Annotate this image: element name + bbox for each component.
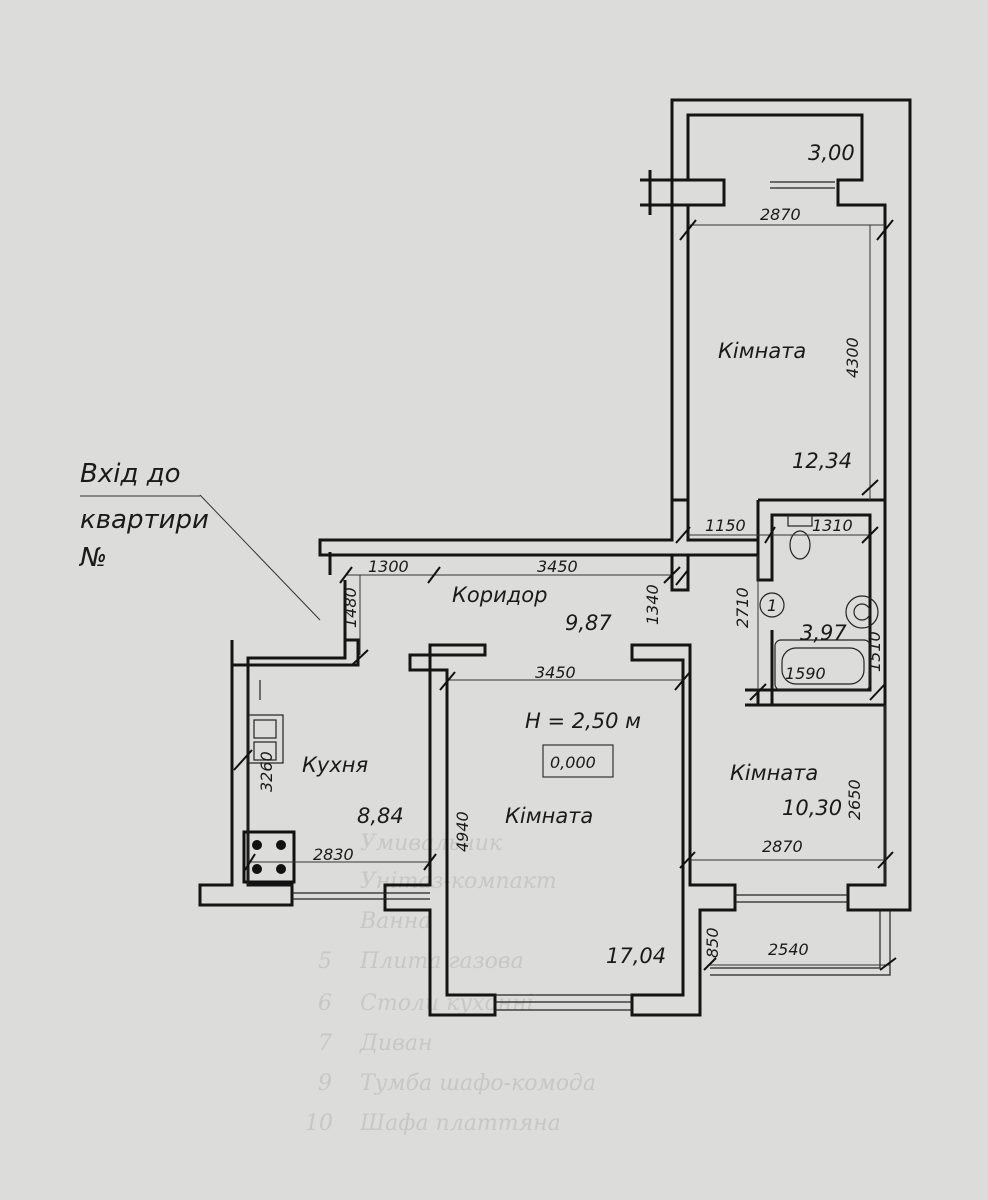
top-room-area: 12,34 xyxy=(792,449,852,473)
faded-legend: Умивальник Унітаз-компакт Ванна 5 Плита … xyxy=(305,831,596,1136)
wall-bathroom xyxy=(756,498,885,707)
level-mark: 0,000 xyxy=(550,753,596,772)
level-mark-box xyxy=(542,744,614,778)
balcony-area: 3,00 xyxy=(808,141,855,165)
burner-1 xyxy=(252,840,262,850)
balcony-right xyxy=(710,910,891,976)
faded-legend-item-2: Унітаз-компакт xyxy=(360,869,557,894)
window-kitchen xyxy=(292,892,430,900)
dim-2870-top: 2870 xyxy=(760,205,801,224)
bathtub-inner xyxy=(781,647,865,685)
burner-4 xyxy=(276,864,286,874)
faded-legend-num-5: 5 xyxy=(318,949,332,974)
kitchen-area: 8,84 xyxy=(357,804,404,828)
burner-2 xyxy=(276,840,286,850)
entry-note-line-2: квартири xyxy=(80,505,209,535)
faded-legend-item-6: Диван xyxy=(359,1031,432,1056)
dim-1150: 1150 xyxy=(705,516,746,535)
kitchen-counter xyxy=(247,680,261,885)
bathroom-marker: 1 xyxy=(767,596,777,615)
dim-4940: 4940 xyxy=(453,811,472,852)
faded-legend-num-9: 9 xyxy=(318,1071,332,1096)
dim-1300: 1300 xyxy=(368,557,409,576)
center-room-area: 17,04 xyxy=(606,944,666,968)
entry-note-line-1: Вхід до xyxy=(80,459,181,489)
faded-legend-num-7: 7 xyxy=(318,1031,332,1056)
dim-3260: 3260 xyxy=(257,751,276,792)
washbasin-icon xyxy=(845,595,879,629)
bathtub-icon xyxy=(774,639,871,691)
wall-center-room-left xyxy=(383,643,497,1017)
window-center-room xyxy=(495,994,632,1011)
faded-legend-num-10: 10 xyxy=(305,1111,333,1136)
kitchen-sink-bowl-1 xyxy=(253,719,277,739)
dimension-lines xyxy=(80,219,897,971)
wall-corridor-top xyxy=(318,500,690,592)
faded-legend-item-3: Ванна xyxy=(359,909,431,934)
walls xyxy=(198,98,912,1017)
wall-center-room-right xyxy=(630,643,737,1017)
right-room-name: Кімната xyxy=(730,761,818,785)
faded-legend-num-6: 6 xyxy=(318,991,332,1016)
dim-1480: 1480 xyxy=(341,587,360,628)
wall-entry-jamb xyxy=(328,552,347,640)
burner-3 xyxy=(252,864,262,874)
dim-2830: 2830 xyxy=(313,845,354,864)
corridor-area: 9,87 xyxy=(565,611,612,635)
right-room-area: 10,30 xyxy=(782,796,842,820)
balcony-rail xyxy=(770,181,835,189)
center-room-name: Кімната xyxy=(505,804,593,828)
faded-legend-item-7: Тумба шафо-комода xyxy=(360,1071,596,1096)
dim-4300: 4300 xyxy=(843,337,862,378)
washbasin-drain xyxy=(853,603,871,621)
fixtures xyxy=(242,515,879,885)
dim-3450-room: 3450 xyxy=(535,663,576,682)
kitchen-sink-bowl-2 xyxy=(253,741,277,761)
toilet-tank xyxy=(787,515,813,527)
dim-2870-right: 2870 xyxy=(762,837,803,856)
dim-1510: 1510 xyxy=(865,631,884,672)
wall-top-room-bottom xyxy=(686,500,758,542)
corridor-name: Коридор xyxy=(452,583,547,607)
entry-leader-line xyxy=(199,494,321,621)
stove-icon xyxy=(242,830,296,884)
dim-1340: 1340 xyxy=(643,584,662,625)
labels: Вхід до квартири № 3,00 2870 Кімната 430… xyxy=(78,141,884,968)
bathroom-marker-circle xyxy=(759,592,785,618)
dim-3450-corridor: 3450 xyxy=(537,557,578,576)
bathroom-area: 3,97 xyxy=(800,621,847,645)
dim-850: 850 xyxy=(703,927,722,958)
dim-2650: 2650 xyxy=(845,779,864,820)
faded-legend-item-8: Шафа платтяна xyxy=(359,1111,561,1136)
dim-2540: 2540 xyxy=(768,940,809,959)
dim-1590: 1590 xyxy=(785,664,826,683)
top-room-name: Кімната xyxy=(718,339,806,363)
dim-2710: 2710 xyxy=(733,587,752,628)
dim-1310: 1310 xyxy=(812,516,853,535)
entry-note-line-3: № xyxy=(78,543,107,573)
wall-balcony-stub xyxy=(640,170,688,215)
toilet-icon xyxy=(789,530,811,560)
window-right-room xyxy=(735,894,848,903)
faded-legend-item-4: Плита газова xyxy=(359,949,524,974)
ceiling-height: H = 2,50 м xyxy=(525,709,641,733)
kitchen-name: Кухня xyxy=(302,753,368,777)
